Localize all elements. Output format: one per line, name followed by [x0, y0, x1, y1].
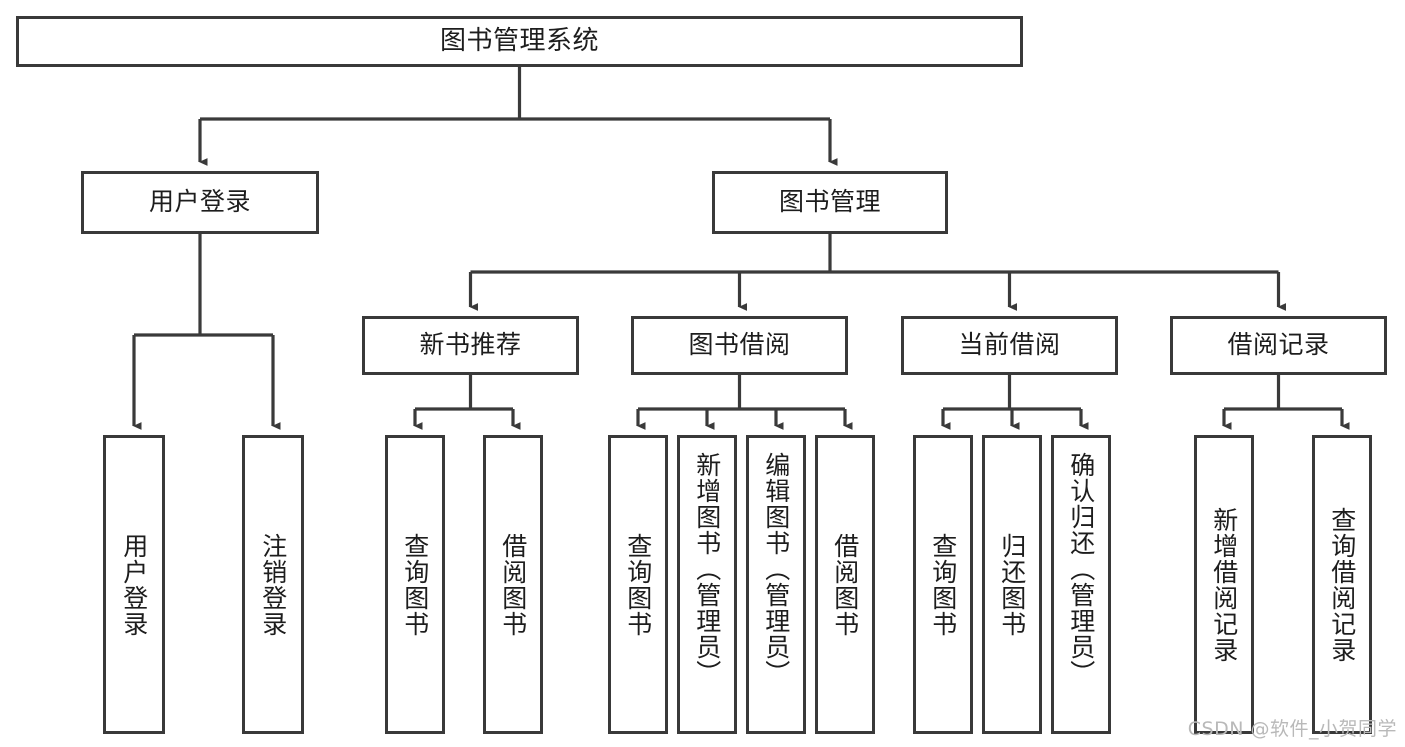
node-label: 借阅图书: [498, 532, 528, 637]
leaf-borrow-book[interactable]: 借阅图书: [815, 435, 875, 734]
leaf-query-book[interactable]: 查询图书: [608, 435, 668, 734]
node-label: 查询图书: [623, 532, 653, 637]
edge-trunk: [200, 67, 830, 121]
leaf-borrow-book-recommend[interactable]: 借阅图书: [483, 435, 543, 734]
leaf-user-login[interactable]: 用户登录: [103, 435, 165, 734]
leaf-user-logout[interactable]: 注销登录: [242, 435, 304, 734]
node-label: 图书管理: [778, 187, 881, 217]
node-label: 新书推荐: [419, 330, 522, 360]
node-label: 注销登录: [258, 532, 288, 637]
leaf-return-book[interactable]: 归还图书: [982, 435, 1042, 734]
edge-trunk: [943, 375, 1081, 411]
node-label: 查询图书: [928, 532, 958, 637]
node-label: 归还图书: [997, 532, 1027, 637]
node-label: 编辑图书（管理员）: [761, 452, 791, 686]
node-current-borrow[interactable]: 当前借阅: [901, 316, 1118, 375]
leaf-add-borrow-record[interactable]: 新增借阅记录: [1194, 435, 1254, 734]
node-book-management[interactable]: 图书管理: [712, 171, 948, 234]
node-book-borrow[interactable]: 图书借阅: [631, 316, 848, 375]
leaf-query-borrow-record[interactable]: 查询借阅记录: [1312, 435, 1372, 734]
edge-trunk: [415, 375, 513, 411]
node-user-login[interactable]: 用户登录: [81, 171, 319, 234]
leaf-edit-book-admin[interactable]: 编辑图书（管理员）: [746, 435, 806, 734]
node-label: 用户登录: [148, 187, 251, 217]
node-label: 确认归还（管理员）: [1066, 452, 1096, 686]
leaf-confirm-return-admin[interactable]: 确认归还（管理员）: [1051, 435, 1111, 734]
node-new-book-recommend[interactable]: 新书推荐: [362, 316, 579, 375]
leaf-query-book-recommend[interactable]: 查询图书: [385, 435, 445, 734]
edge-trunk: [1224, 375, 1342, 411]
edge-trunk: [134, 234, 273, 337]
node-borrow-records[interactable]: 借阅记录: [1170, 316, 1387, 375]
leaf-query-book-current[interactable]: 查询图书: [913, 435, 973, 734]
edge-trunk: [638, 375, 845, 411]
node-label: 借阅图书: [830, 532, 860, 637]
node-label: 图书管理系统: [439, 25, 599, 56]
node-label: 查询借阅记录: [1327, 506, 1357, 663]
edge-trunk: [470, 234, 1279, 274]
node-label: 新增图书（管理员）: [692, 452, 722, 686]
node-root[interactable]: 图书管理系统: [16, 16, 1023, 67]
node-label: 用户登录: [119, 532, 149, 637]
node-label: 图书借阅: [688, 330, 791, 360]
leaf-add-book-admin[interactable]: 新增图书（管理员）: [677, 435, 737, 734]
node-label: 当前借阅: [958, 330, 1061, 360]
node-label: 借阅记录: [1227, 330, 1330, 360]
node-label: 新增借阅记录: [1209, 506, 1239, 663]
watermark: CSDN @软件_小贺同学: [1187, 718, 1397, 740]
node-label: 查询图书: [400, 532, 430, 637]
